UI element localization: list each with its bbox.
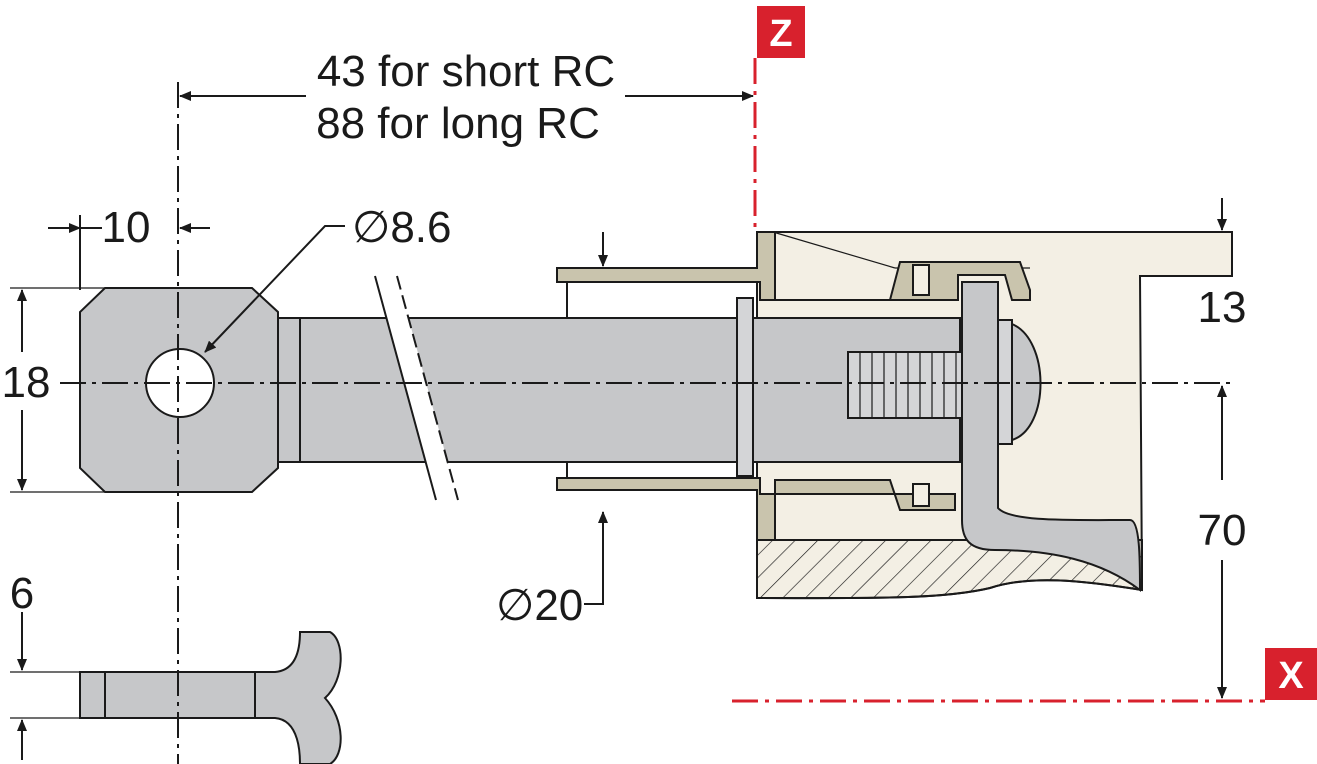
thickness-6-label: 6: [10, 569, 34, 618]
x-axis-label: X: [1278, 655, 1304, 697]
z-axis-label: Z: [769, 13, 792, 55]
dim-70-label: 70: [1198, 506, 1247, 555]
offset-10-label: 10: [102, 203, 151, 252]
side-view-part: [79, 631, 342, 764]
connector-rod: [277, 275, 961, 501]
dimension-18: 18: [2, 287, 105, 493]
dimension-hole-diameter: ∅8.6: [204, 203, 452, 353]
dimension-sleeve-diameter: ∅20: [496, 232, 608, 630]
x-axis-marker: X: [1265, 648, 1317, 700]
height-18-label: 18: [2, 358, 51, 407]
rc-distance-line-2: 88 for long RC: [316, 99, 600, 148]
hatched-base: [756, 539, 1143, 600]
dimension-13-70: 13 70: [1198, 198, 1247, 699]
hole-diameter-label: ∅8.6: [352, 203, 452, 252]
z-axis-marker: Z: [757, 6, 805, 58]
dimension-10: 10: [48, 203, 210, 290]
dim-13-label: 13: [1198, 283, 1247, 332]
rc-distance-line-1: 43 for short RC: [317, 47, 615, 96]
sleeve-diameter-label: ∅20: [496, 581, 583, 630]
dimension-6: 6: [10, 569, 80, 760]
dimension-rc-distance: 43 for short RC 88 for long RC: [179, 47, 754, 148]
